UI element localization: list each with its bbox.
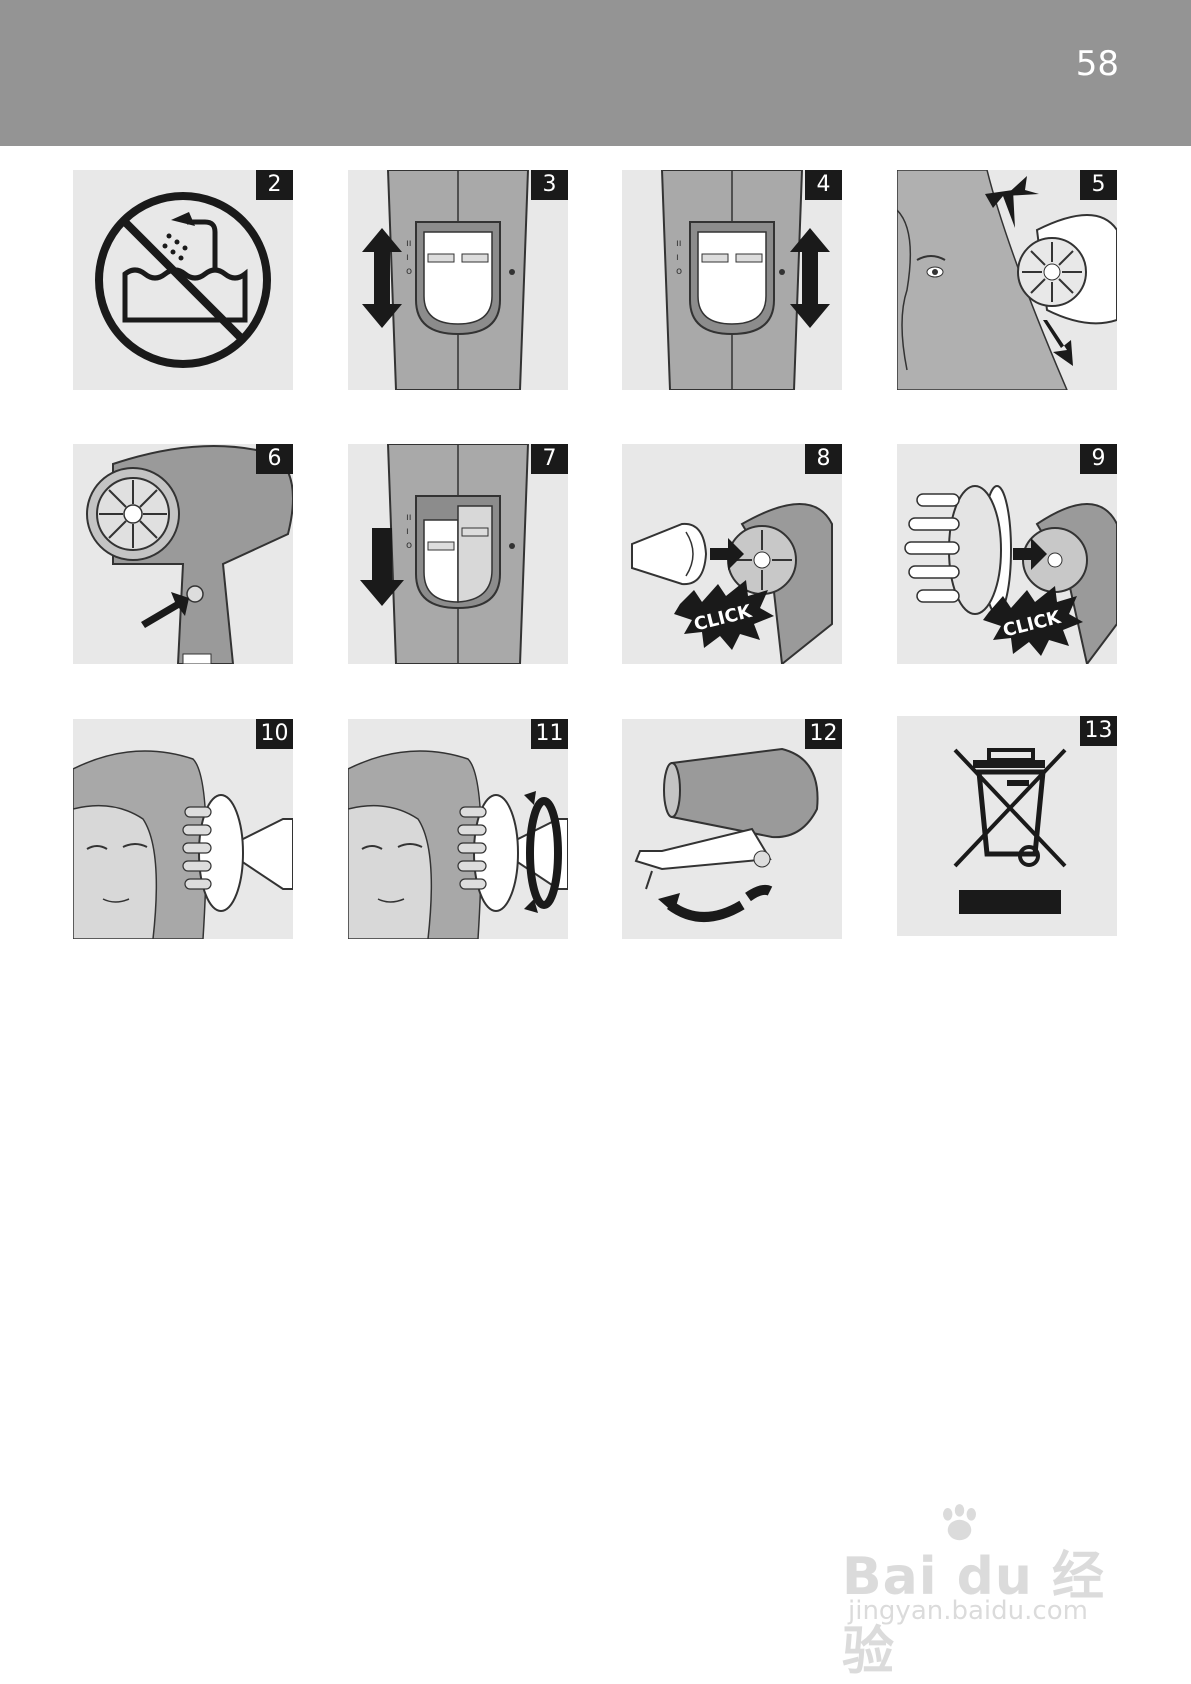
svg-text:ı: ı [406,252,409,263]
svg-text:ıı: ıı [676,238,682,249]
figure-number: 13 [1080,716,1117,746]
svg-text:o: o [406,266,412,277]
svg-text:ıı: ıı [406,238,412,249]
diffuser-on-hair-illustration [73,750,293,939]
watermark-brand: Bai du 经验 [842,1547,1105,1682]
page-number: 58 [1075,44,1119,84]
no-bath-icon [95,192,271,368]
page-header-band: 58 [0,0,1191,146]
svg-text:o: o [676,266,682,277]
dryer-cool-button-illustration [86,445,293,664]
figure-11-rotating-diffuser: 11 [348,719,568,939]
figure-number: 8 [805,444,842,474]
figure-9-attach-diffuser: CLICK 9 [897,444,1117,664]
figure-number: 3 [531,170,568,200]
figure-13-weee-symbol: 13 [897,716,1117,936]
attach-diffuser-illustration: CLICK [904,485,1117,664]
hair-drying-illustration [897,170,1117,390]
crossed-out-bin-icon [953,748,1067,914]
figure-number: 10 [256,719,293,749]
svg-text:ı: ı [676,252,679,263]
figure-5-drying-hair: 5 [897,170,1117,390]
figure-12-fold-handle: 12 [622,719,842,939]
watermark-url: jingyan.baidu.com [848,1596,1088,1626]
figure-number: 6 [256,444,293,474]
figure-2-no-water-symbol: 2 [73,170,293,390]
svg-text:ıı: ıı [406,512,412,523]
figure-10-using-diffuser: 10 [73,719,293,939]
figure-number: 2 [256,170,293,200]
figure-number: 5 [1080,170,1117,200]
attach-nozzle-illustration: CLICK [631,503,833,664]
svg-text:ı: ı [406,526,409,537]
rotating-diffuser-illustration [348,750,568,939]
figure-number: 4 [805,170,842,200]
figure-number: 7 [531,444,568,474]
fold-handle-illustration [634,747,819,922]
figure-number: 11 [531,719,568,749]
figure-6-cool-shot-button: 6 [73,444,293,664]
figure-number: 12 [805,719,842,749]
figure-number: 9 [1080,444,1117,474]
figure-8-attach-nozzle: CLICK 8 [622,444,842,664]
svg-text:o: o [406,540,412,551]
paw-icon [943,1504,976,1541]
watermark: Bai du 经验 jingyan.baidu.com [842,1500,1122,1682]
